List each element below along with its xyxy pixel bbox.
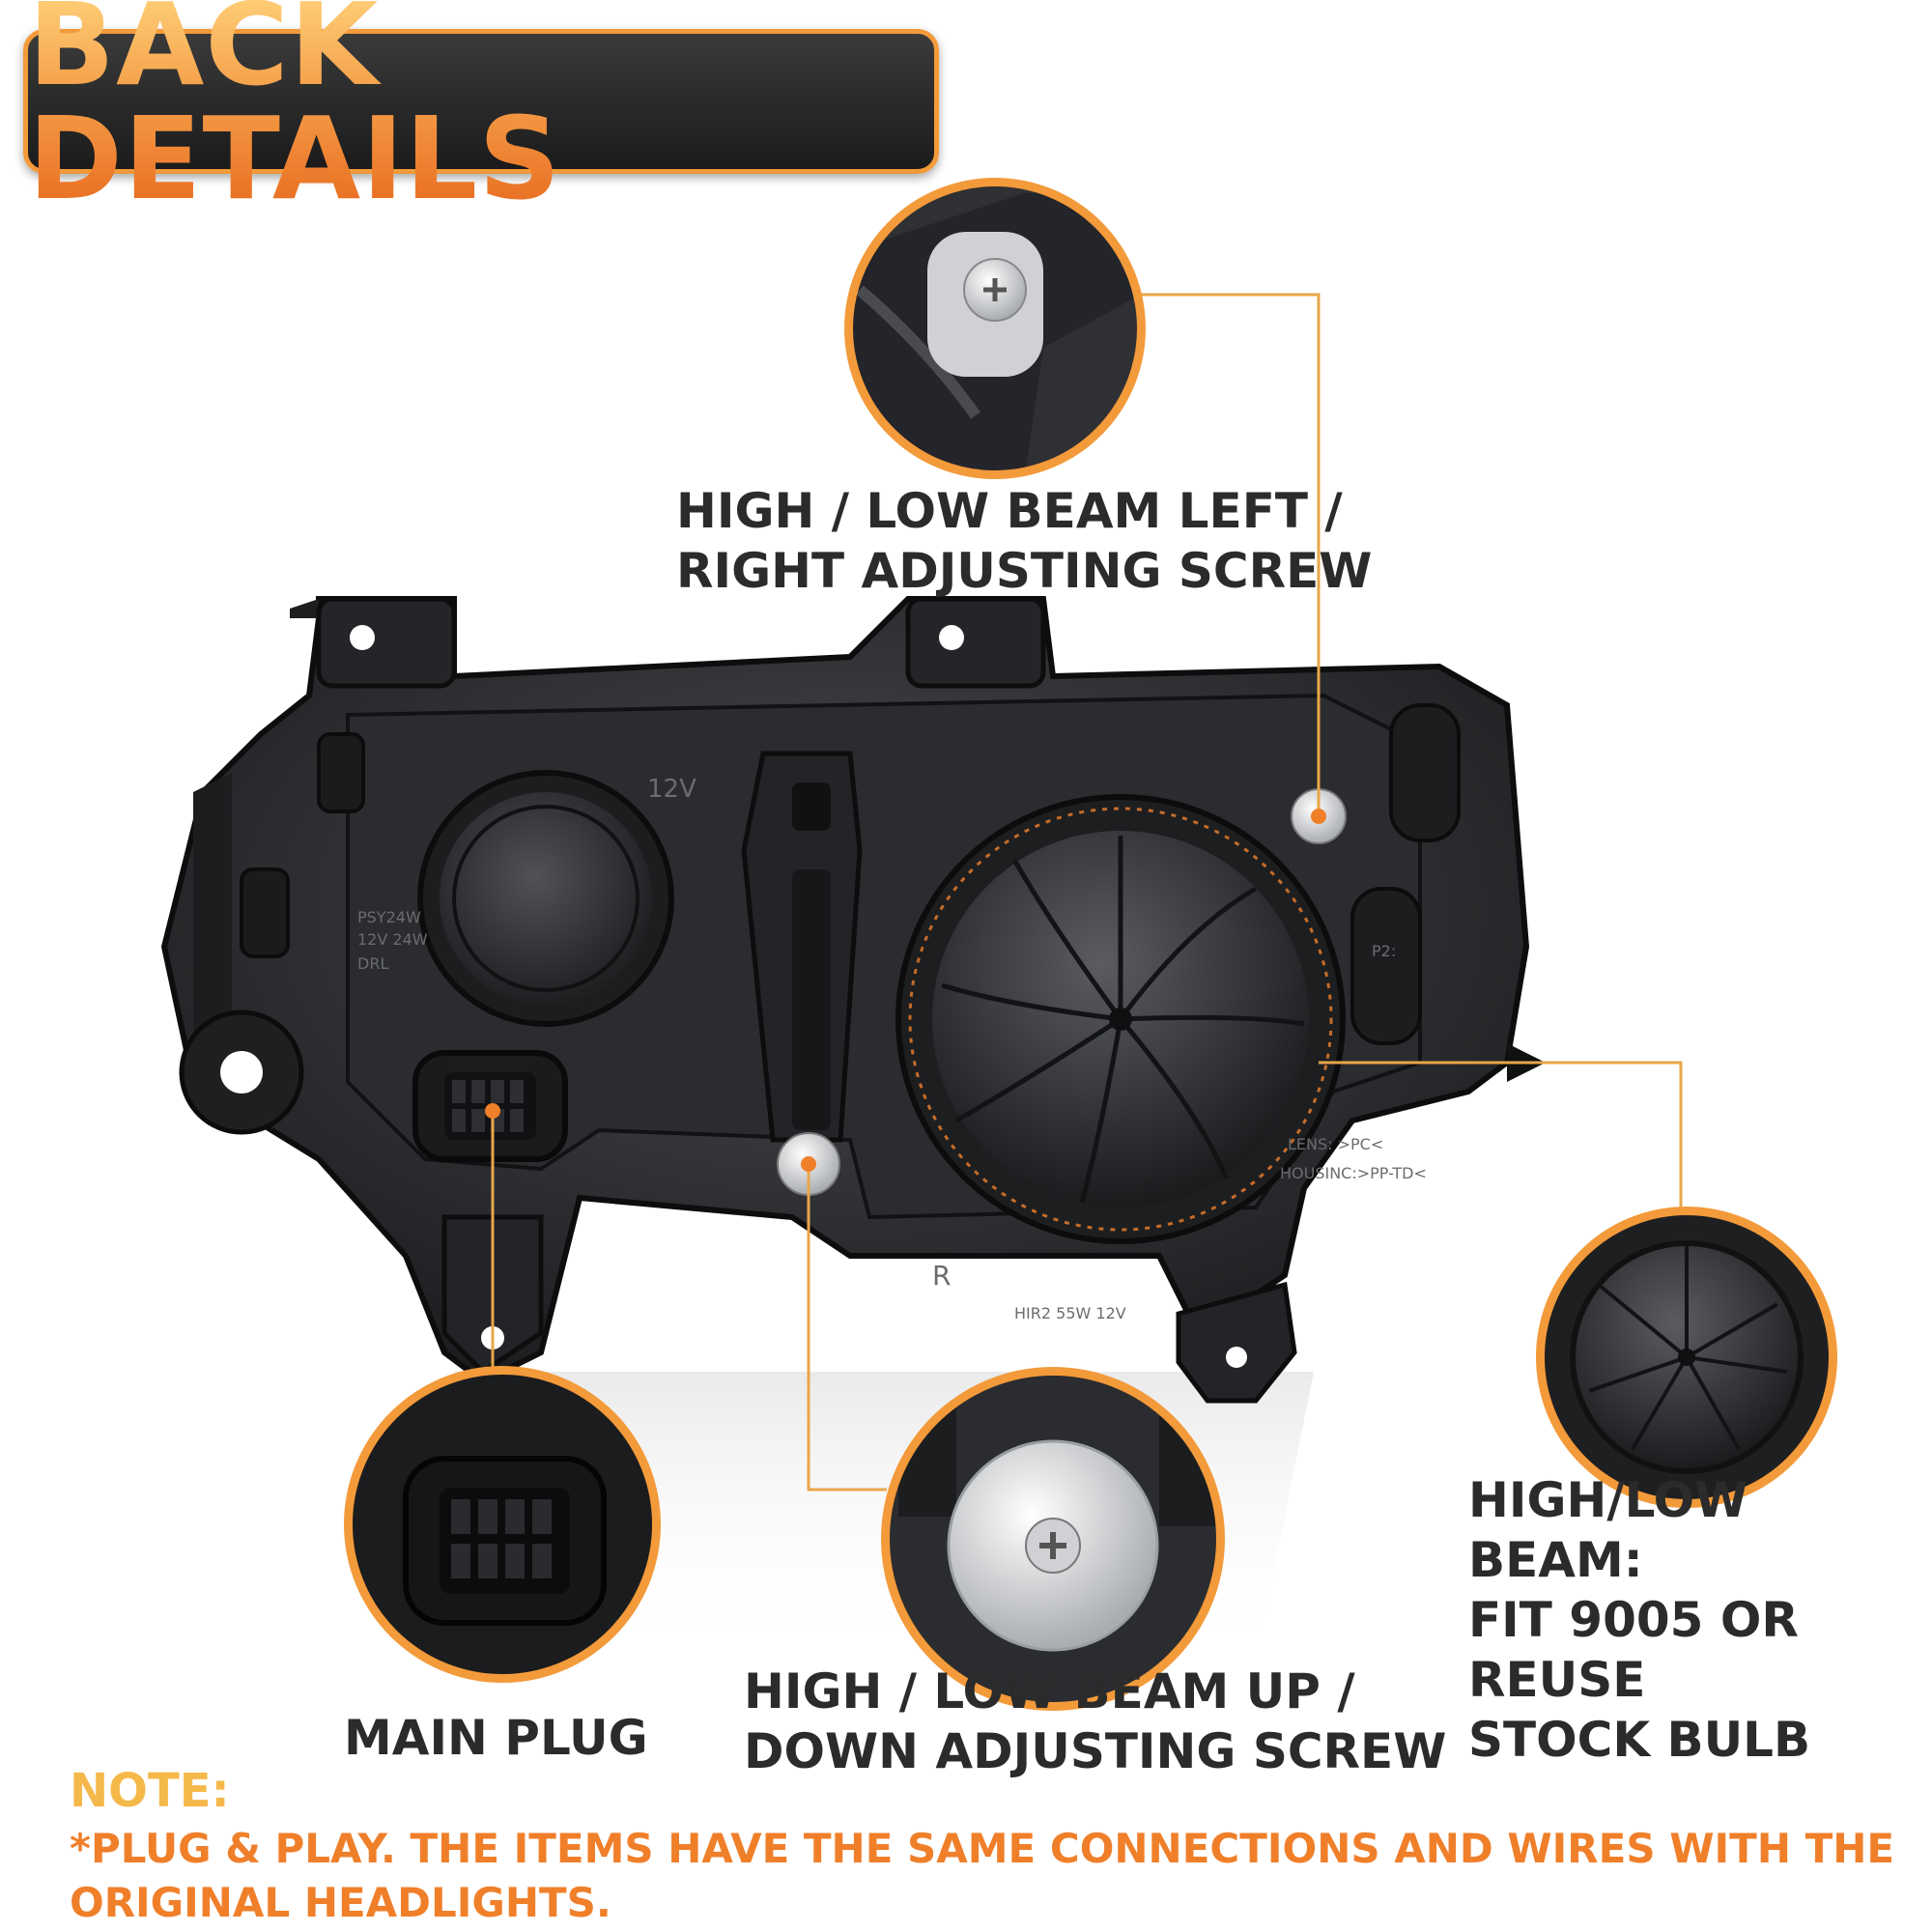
marking-psy: PSY24W xyxy=(357,908,421,926)
marking-psy-spec: 12V 24W xyxy=(357,930,428,949)
note-body: *PLUG & PLAY. THE ITEMS HAVE THE SAME CO… xyxy=(70,1825,1895,1926)
zoom-high-low-beam xyxy=(1536,1207,1837,1508)
marking-housing: HOUSINC:>PP-TD< xyxy=(1280,1164,1427,1182)
leader-lines xyxy=(491,293,1683,1492)
title-badge: BACK DETAILS xyxy=(23,0,939,215)
zoom-left-right-screw xyxy=(844,178,1146,479)
marking-lens: LENS: >PC< xyxy=(1288,1135,1383,1153)
marking-bulb-spec: HIR2 55W 12V xyxy=(1014,1304,1126,1322)
label-left-right-adjusting-screw: HIGH / LOW BEAM LEFT / RIGHT ADJUSTING S… xyxy=(676,483,1373,599)
label-main-plug: MAIN PLUG xyxy=(344,1710,648,1766)
page-title: BACK DETAILS xyxy=(28,0,934,215)
callout-dots xyxy=(485,809,1326,1172)
note-heading: NOTE: xyxy=(70,1764,230,1818)
marking-side: R xyxy=(932,1260,951,1292)
drl-bulb-cap xyxy=(417,770,674,1027)
label-up-down-adjusting-screw: HIGH / LOW BEAM UP / DOWN ADJUSTING SCRE… xyxy=(744,1663,1447,1779)
marking-voltage: 12V xyxy=(647,775,696,804)
marking-p2: P2: xyxy=(1372,942,1396,960)
high-low-beam-dome xyxy=(895,794,1346,1244)
zoom-up-down-screw xyxy=(881,1367,1225,1711)
housing-markings: 12V PSY24W 12V 24W DRL P2: LENS: >PC< HO… xyxy=(357,775,1427,1322)
marking-drl: DRL xyxy=(357,954,388,973)
center-bracket xyxy=(741,751,863,1143)
zoom-main-plug xyxy=(344,1366,661,1683)
label-high-low-beam: HIGH/LOW BEAM: FIT 9005 OR REUSE STOCK B… xyxy=(1468,1472,1811,1768)
